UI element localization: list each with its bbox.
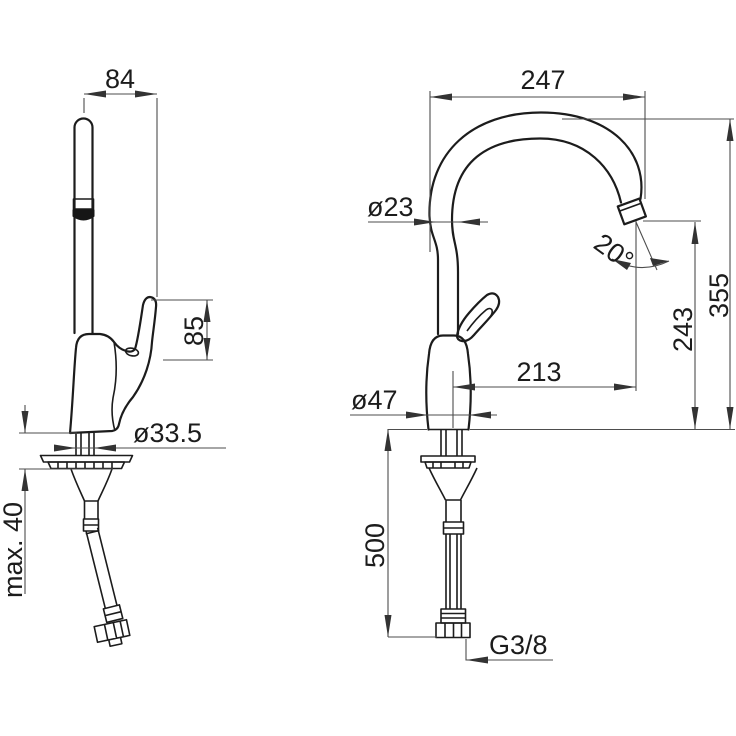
dimension-spout-tube-diameter: ø23 [367, 192, 488, 226]
side-view [39, 117, 158, 648]
dimension-label-247: 247 [520, 65, 565, 95]
side-tailpiece [70, 468, 113, 532]
dimension-85: 85 [151, 299, 213, 361]
dimension-label-213: 213 [516, 357, 561, 387]
side-handle-dot [124, 347, 140, 357]
front-aerator [616, 197, 647, 226]
front-shank [440, 430, 463, 456]
dimension-label-500: 500 [360, 523, 390, 568]
side-shank [75, 433, 95, 455]
front-body-outline [425, 334, 472, 431]
dimension-outlet-angle: 20° [588, 221, 670, 276]
dimension-label-355: 355 [704, 273, 734, 318]
front-tailpiece [428, 467, 478, 535]
dimension-max-deck-thickness: max. 40 [0, 405, 113, 598]
front-base-washer [420, 455, 476, 469]
dimension-label-243: 243 [668, 307, 698, 352]
dimension-label-body-diameter: ø47 [351, 385, 398, 415]
dimension-247: 247 [429, 65, 646, 252]
dimension-label-outlet-angle: 20° [588, 228, 639, 276]
dimension-label-thread: G3/8 [489, 630, 548, 660]
side-spout-outlet [72, 209, 95, 221]
side-body-and-handle-outline [68, 295, 158, 435]
dimension-label-max-deck-thickness: max. 40 [0, 502, 28, 598]
dimension-thread: G3/8 [465, 630, 553, 664]
dimension-label-85: 85 [179, 316, 209, 346]
dimension-label-84: 84 [105, 64, 135, 94]
dimension-243: 243 [643, 220, 701, 429]
dimension-500: 500 [360, 429, 437, 638]
front-supply-hose [435, 534, 471, 639]
side-handle-seam [111, 341, 117, 432]
front-spout-outline [428, 111, 643, 336]
front-hose-nut [435, 622, 471, 639]
dimension-213: 213 [452, 221, 637, 428]
dimension-body-diameter: ø47 [350, 385, 497, 419]
front-view [420, 111, 647, 639]
side-base-washer [39, 454, 134, 470]
front-handle-lever [455, 292, 501, 343]
dimension-label-shank-diameter: ø33.5 [133, 418, 202, 448]
side-supply-hose [85, 527, 131, 648]
side-hose-nut [93, 618, 131, 648]
dimension-shank-diameter: ø33.5 [54, 418, 226, 452]
dimension-355: 355 [562, 118, 734, 429]
dimension-84: 84 [83, 64, 158, 297]
dimension-label-spout-tube-diameter: ø23 [367, 192, 414, 222]
side-spout-outline [72, 117, 95, 335]
